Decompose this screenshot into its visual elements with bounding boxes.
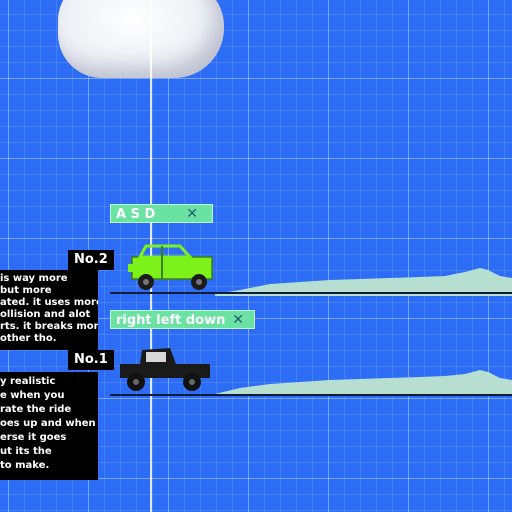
- black-truck: [120, 348, 210, 391]
- close-icon[interactable]: ✕: [232, 312, 244, 328]
- close-icon[interactable]: ✕: [186, 206, 202, 222]
- rank-label-no1: No.1: [68, 350, 114, 370]
- description-line: to make.: [0, 460, 50, 471]
- control-tag-no1[interactable]: right left down ✕: [110, 310, 255, 329]
- description-line: but more: [0, 285, 52, 296]
- description-line: oes up and when: [0, 418, 96, 429]
- description-box-no2: is way more but more ated. it uses more …: [0, 270, 98, 350]
- description-line: ollision and alot: [0, 309, 91, 320]
- control-tag-no2[interactable]: A S D ✕: [110, 204, 213, 223]
- green-jeep: [128, 244, 213, 290]
- description-line: ut its the: [0, 446, 52, 457]
- description-line: rts. it breaks more: [0, 321, 98, 332]
- control-tag-label: A S D: [116, 207, 156, 222]
- description-box-no1: y realistic e when you rate the ride oes…: [0, 372, 98, 480]
- description-line: other tho.: [0, 333, 57, 344]
- description-line: y realistic: [0, 376, 56, 387]
- description-line: e when you: [0, 390, 65, 401]
- hill-terrain-no1: [215, 370, 512, 396]
- description-line: erse it goes: [0, 432, 67, 443]
- description-line: ated. it uses more: [0, 297, 98, 308]
- description-line: rate the ride: [0, 404, 72, 415]
- description-line: is way more: [0, 273, 68, 284]
- cloud: [58, 0, 224, 78]
- rank-label-no2: No.2: [68, 250, 114, 270]
- control-tag-label: right left down: [116, 313, 226, 328]
- hill-terrain-no2: [215, 268, 512, 296]
